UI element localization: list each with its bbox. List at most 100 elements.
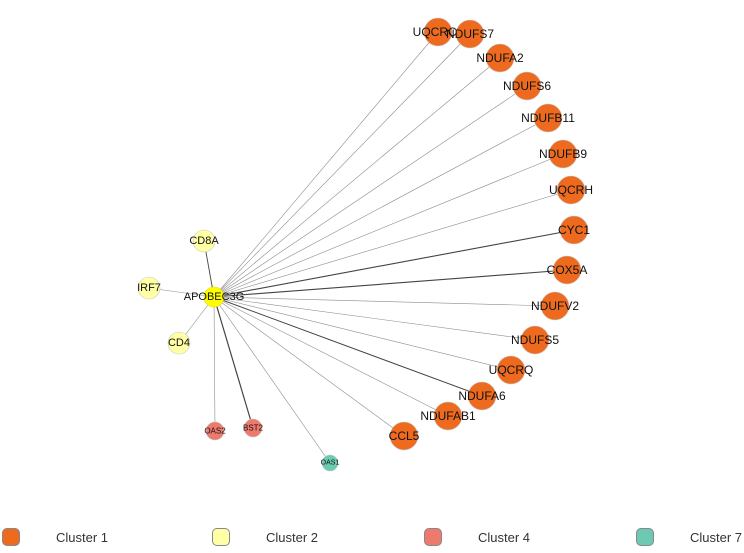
legend-label: Cluster 2 [266,529,319,545]
node-uqcrc1: UQCRC1 [413,17,464,47]
edge-oas1 [213,296,331,464]
node-ccl5: CCL5 [389,421,420,451]
node-ndufs7: NDUFS7 [446,19,494,49]
legend-item-cluster-7: Cluster 7 [636,522,742,552]
node-ndufv2: NDUFV2 [531,291,579,321]
edges [148,31,575,464]
node-circle [467,381,497,411]
edge-oas2 [213,296,216,432]
node-uqcrh: UQCRH [549,175,593,205]
node-circle [556,175,586,205]
edge-ndufa2 [213,57,501,298]
node-circle [243,418,263,438]
edge-ndufs6 [213,85,528,298]
node-label: CCL5 [389,429,420,443]
node-label: NDUFA2 [476,51,524,65]
node-label: NDUFS5 [511,333,559,347]
node-oas2: OAS2 [204,421,226,441]
node-label: NDUFA6 [458,389,506,403]
node-cd8a: CD8A [189,229,219,253]
edge-ndufb9 [213,153,564,298]
legend-swatch [2,528,20,546]
edge-ndufs7 [213,33,471,298]
node-ndufs6: NDUFS6 [503,71,551,101]
node-label: APOBEC3G [184,291,245,303]
node-circle [192,229,216,253]
legend-label: Cluster 4 [478,529,531,545]
node-ndufb11: NDUFB11 [521,103,575,133]
node-ndufa2: NDUFA2 [476,43,524,73]
edge-cox5a [213,269,568,298]
node-ndufb9: NDUFB9 [539,139,587,169]
node-oas1: OAS1 [321,454,340,472]
nodes: UQCRC1NDUFS7NDUFA2NDUFS6NDUFB11NDUFB9UQC… [137,17,593,472]
edge-cyc1 [213,229,575,298]
node-label: NDUFAB1 [420,409,476,423]
node-label: UQCRH [549,183,593,197]
node-label: CD8A [189,235,219,247]
legend-item-cluster-2: Cluster 2 [212,522,318,552]
node-circle [485,43,515,73]
node-circle [512,71,542,101]
legend-item-cluster-1: Cluster 1 [2,522,108,552]
node-ndufa6: NDUFA6 [458,381,506,411]
node-irf7: IRF7 [137,276,161,300]
node-circle [205,421,225,441]
node-label: BST2 [243,424,264,433]
node-cd4: CD4 [167,331,191,355]
node-label: CD4 [168,337,190,349]
node-label: COX5A [547,263,588,277]
edge-uqcrc1 [213,31,439,298]
node-circle [540,291,570,321]
node-ndufab1: NDUFAB1 [420,401,476,431]
legend-label: Cluster 1 [56,529,109,545]
node-circle [533,103,563,133]
legend-swatch [636,528,654,546]
edge-uqcrh [213,189,572,298]
node-label: NDUFS6 [503,79,551,93]
edge-uqcrq [213,296,512,371]
node-uqcrq: UQCRQ [489,355,534,385]
edge-ndufv2 [213,296,556,307]
node-label: NDUFV2 [531,299,579,313]
legend-item-cluster-4: Cluster 4 [424,522,530,552]
node-label: NDUFB9 [539,147,587,161]
node-circle [167,331,191,355]
node-label: IRF7 [137,282,161,294]
node-circle [548,139,578,169]
edge-ndufs5 [213,296,536,341]
edge-ndufab1 [213,296,449,417]
node-cyc1: CYC1 [558,215,590,245]
edge-ndufb11 [213,117,549,298]
node-circle [496,355,526,385]
node-circle [433,401,463,431]
edge-ccl5 [213,296,405,437]
node-label: OAS2 [204,427,226,436]
node-label: CYC1 [558,223,590,237]
node-label: OAS1 [321,460,340,467]
node-label: UQCRC1 [413,25,464,39]
node-bst2: BST2 [243,418,264,438]
network-diagram: UQCRC1NDUFS7NDUFA2NDUFS6NDUFB11NDUFB9UQC… [137,17,593,472]
node-circle [423,17,453,47]
edge-ndufa6 [213,296,483,397]
node-circle [137,276,161,300]
node-ndufs5: NDUFS5 [511,325,559,355]
node-circle [520,325,550,355]
node-circle [552,255,582,285]
node-circle [559,215,589,245]
edge-bst2 [213,296,254,429]
legend-swatch [424,528,442,546]
node-circle [389,421,419,451]
node-circle [455,19,485,49]
node-circle [203,286,225,308]
legend-swatch [212,528,230,546]
node-label: UQCRQ [489,363,534,377]
hub-node-apobec3g: APOBEC3G [184,286,245,308]
node-circle [321,454,339,472]
legend-label: Cluster 7 [690,529,743,545]
node-label: NDUFS7 [446,27,494,41]
legend: Cluster 1 Cluster 2 Cluster 4 Cluster 7 [0,522,744,552]
node-cox5a: COX5A [547,255,588,285]
node-label: NDUFB11 [521,111,575,125]
